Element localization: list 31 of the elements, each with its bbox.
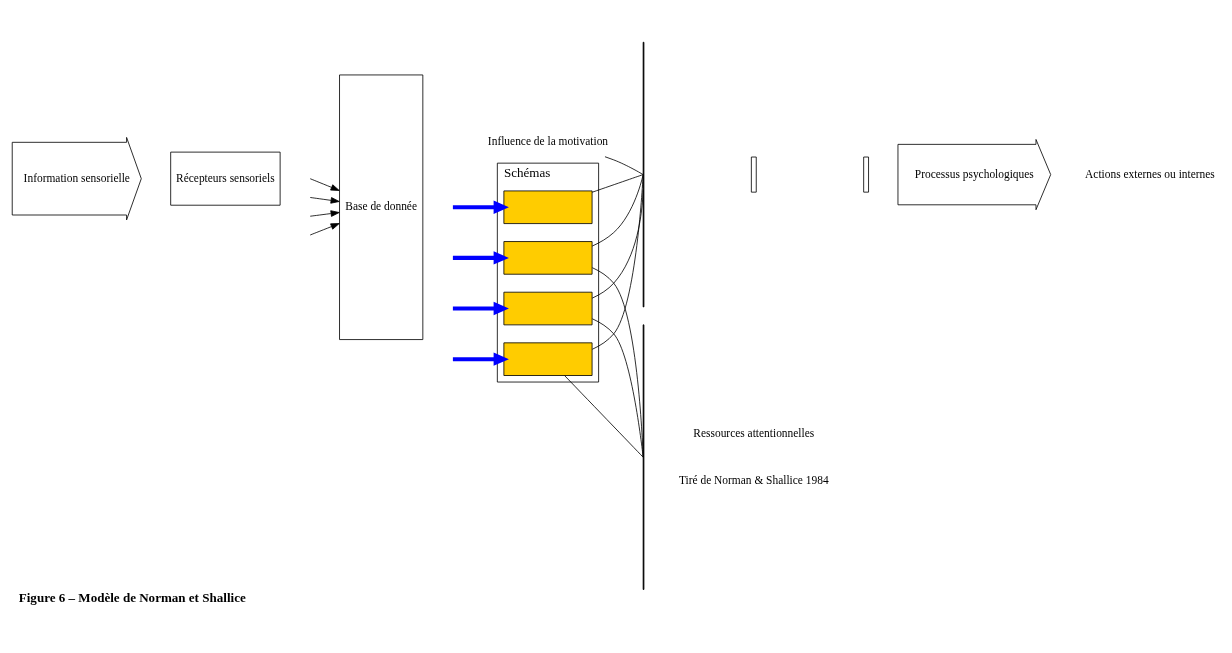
node-box: Base de donnée	[339, 74, 424, 340]
node-box	[503, 241, 593, 275]
arrow	[452, 200, 509, 214]
node-bar	[642, 324, 645, 590]
node-text: Influence de la motivation	[487, 134, 609, 147]
node-box	[503, 190, 593, 224]
arrow	[452, 251, 509, 265]
arrow	[309, 178, 340, 191]
arrow	[309, 223, 340, 236]
arrow	[452, 301, 509, 316]
node-bar	[642, 41, 645, 308]
node-bar	[750, 156, 757, 193]
label: Actions externes ou internes	[1085, 167, 1215, 180]
connector	[591, 189, 644, 299]
arrow	[309, 197, 340, 204]
node-box	[503, 342, 593, 376]
node-box	[503, 291, 593, 326]
arrow	[452, 352, 509, 366]
caption: Figure 6 – Modèle de Norman et Shallice	[18, 590, 246, 606]
label: Ressources attentionnelles	[693, 426, 815, 439]
connector	[591, 174, 644, 193]
connector	[564, 375, 644, 458]
connector	[604, 156, 644, 175]
arrow	[309, 210, 340, 217]
cluster: Schémas	[496, 162, 600, 383]
connector	[591, 267, 644, 458]
node-box: Récepteurs sensoriels	[170, 151, 281, 206]
node-bar	[863, 156, 869, 193]
connector	[591, 174, 644, 350]
label: Tiré de Norman & Shallice 1984	[678, 473, 829, 486]
connector	[591, 174, 644, 247]
